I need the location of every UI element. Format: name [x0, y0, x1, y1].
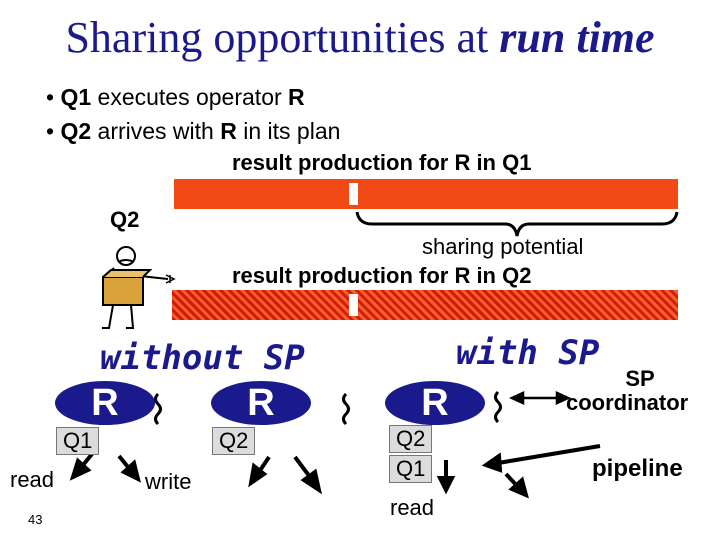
- q1-arrival-marker: [349, 183, 358, 205]
- squiggle-icon: [494, 390, 502, 424]
- bullet-2-text2: in its plan: [236, 118, 341, 144]
- slide-title: Sharing opportunities at run time: [0, 12, 720, 63]
- pointing-star-icon: [165, 274, 176, 284]
- read-label: read: [390, 495, 435, 520]
- bullet-2: • Q2 arrives with R in its plan: [46, 118, 341, 144]
- squiggle-icon: [342, 392, 350, 426]
- sharing-brace: [355, 211, 679, 237]
- query-q1-box: Q1: [56, 427, 100, 455]
- person-figure-icon: [102, 246, 169, 329]
- query-q2-box: Q2: [389, 425, 433, 453]
- read-label: read: [10, 467, 55, 492]
- bullet-1: • Q1 executes operator R: [46, 84, 305, 110]
- query-q1-box: Q1: [389, 455, 433, 483]
- query-q2-box: Q2: [212, 427, 256, 455]
- q1-production-label: result production for R in Q1: [232, 150, 532, 175]
- q2-production-label: result production for R in Q2: [232, 263, 532, 288]
- read-arrowhead: [248, 462, 268, 488]
- title-prefix: Sharing opportunities at: [65, 13, 500, 62]
- bullet-1-text: executes operator: [91, 84, 289, 110]
- with-sp-heading: with SP: [456, 333, 600, 373]
- pipeline-arrowhead: [508, 476, 529, 499]
- bullet-2-bold2: R: [220, 118, 237, 144]
- sp-label: SP: [625, 366, 655, 391]
- read-arrowhead: [69, 457, 92, 481]
- write-arrowhead: [300, 468, 323, 495]
- q1-production-bar: [174, 179, 678, 209]
- coordinator-link-arrowhead: [508, 391, 525, 405]
- operator-r-right: R: [211, 381, 311, 425]
- bullet-2-bold: Q2: [60, 118, 92, 144]
- without-sp-heading: without SP: [100, 338, 305, 378]
- pipeline-label: pipeline: [592, 455, 683, 482]
- bullet-1-bold2: R: [288, 84, 305, 110]
- q2-label: Q2: [110, 207, 140, 232]
- pipeline-arrow-line: [497, 444, 601, 465]
- q2-production-bar: [172, 290, 678, 320]
- sharing-potential-label: sharing potential: [422, 234, 584, 259]
- write-arrowhead: [120, 459, 141, 483]
- operator-r-shared: R: [385, 381, 485, 425]
- bullet-1-bold: Q1: [60, 84, 92, 110]
- pipeline-arrowhead: [481, 452, 503, 473]
- coordinator-link-arrowhead: [555, 391, 572, 405]
- operator-r-left: R: [55, 381, 155, 425]
- read-arrowhead: [436, 476, 456, 495]
- title-emphasis: run time: [499, 13, 655, 62]
- page-number: 43: [28, 512, 43, 527]
- squiggle-icon: [154, 392, 162, 426]
- bullet-2-text: arrives with: [91, 118, 221, 144]
- q2-arrival-marker: [349, 294, 358, 316]
- write-label: write: [145, 469, 192, 494]
- coordinator-label: coordinator: [566, 390, 689, 415]
